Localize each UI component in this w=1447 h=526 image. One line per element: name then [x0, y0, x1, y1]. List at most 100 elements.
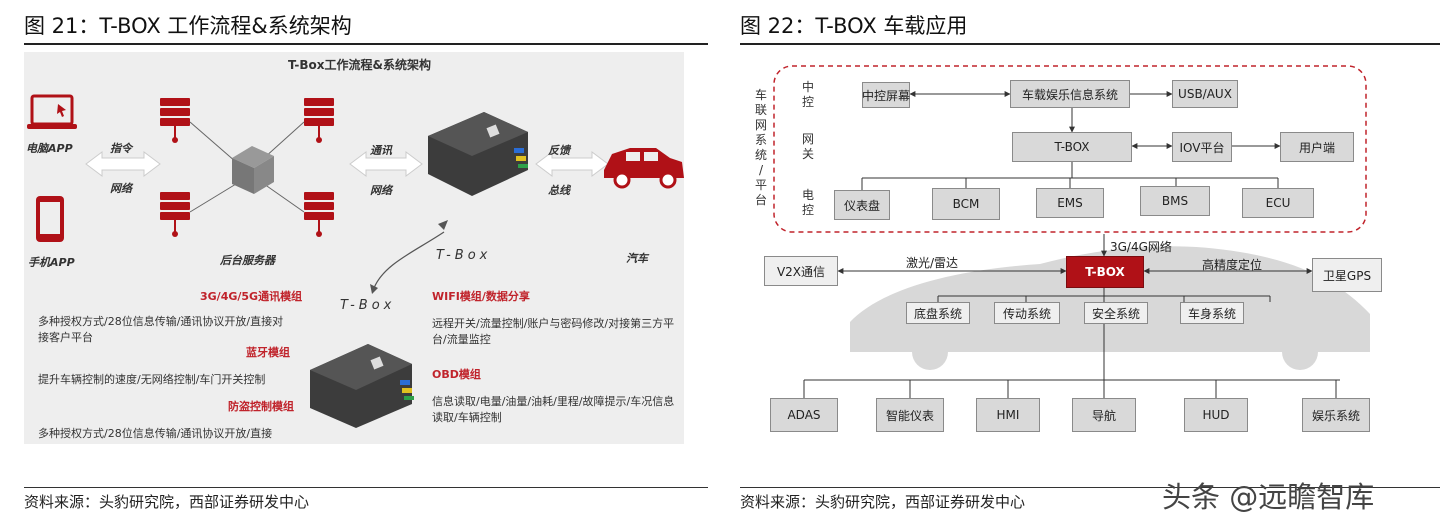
label-car: 汽车	[626, 252, 648, 265]
label-tbox-small: T-Box	[340, 298, 396, 313]
side-char: 台	[754, 193, 767, 207]
cube-icon	[232, 146, 274, 194]
side-char: 系	[754, 133, 767, 147]
diagram-title: T-Box工作流程&系统架构	[288, 58, 431, 72]
node-tbox-car: T-BOX	[1066, 256, 1144, 288]
figure-21-title: 图 21：T-BOX 工作流程&系统架构	[24, 14, 352, 38]
node-body: 车身系统	[1180, 302, 1244, 324]
row-label-wangguan: 网 关	[802, 132, 814, 162]
workflow-graphics	[27, 94, 684, 428]
row-char: 关	[802, 147, 815, 161]
row-char: 网	[802, 132, 815, 146]
row-char: 电	[802, 188, 815, 202]
label-computer-app: 电脑APP	[26, 142, 73, 155]
module-desc-line: 读取/车辆控制	[432, 411, 502, 424]
node-smart-cluster: 智能仪表	[876, 398, 944, 432]
side-char: 车	[754, 88, 767, 102]
module-desc-line: 台/流量监控	[432, 333, 491, 346]
server-tbox-arrows	[349, 151, 423, 177]
node-user: 用户端	[1280, 132, 1354, 162]
laptop-icon	[27, 94, 77, 129]
tbox-device-main	[428, 112, 528, 196]
node-ems: EMS	[1036, 188, 1104, 218]
app-server-arrows	[85, 151, 161, 177]
side-char: 平	[754, 178, 767, 192]
module-desc-line: 远程开关/流量控制/账户与密码修改/对接第三方平	[432, 317, 675, 330]
node-entertainment: 娱乐系统	[1302, 398, 1370, 432]
figure-21-source: 资料来源：头豹研究院，西部证券研发中心	[24, 493, 310, 511]
module-heading: 蓝牙模组	[246, 346, 290, 359]
server-icon	[160, 98, 190, 143]
tbox-device-small	[310, 344, 414, 428]
module-desc-line: 信息读取/电量/油量/油耗/里程/故障提示/车况信息	[432, 395, 675, 408]
side-char: /	[758, 163, 764, 177]
node-v2x: V2X通信	[764, 256, 838, 286]
edge-label-laser: 激光/雷达	[906, 256, 959, 270]
node-usb: USB/AUX	[1172, 80, 1238, 108]
node-chassis: 底盘系统	[906, 302, 970, 324]
server-icon	[304, 98, 334, 143]
node-cluster: 仪表盘	[834, 190, 890, 220]
platform-side-label: 车 联 网 系 统 / 平 台	[754, 88, 768, 208]
module-heading: WIFI模组/数据分享	[432, 290, 530, 303]
module-heading: 3G/4G/5G通讯模组	[200, 290, 303, 303]
side-char: 统	[754, 148, 767, 162]
label-network: 网络	[110, 182, 132, 195]
module-desc-line: 提升车辆控制的速度/无网络控制/车门开关控制	[38, 373, 266, 386]
node-drive: 传动系统	[994, 302, 1060, 324]
source-rule	[24, 487, 708, 488]
label-phone-app: 手机APP	[28, 256, 75, 269]
module-heading: OBD模组	[432, 368, 481, 381]
node-bms: BMS	[1140, 186, 1210, 216]
label-tbox-main: T-Box	[436, 248, 492, 263]
car-wheel	[912, 334, 948, 370]
device-link-arrow	[373, 231, 445, 289]
module-desc-line: 多种授权方式/28位信息传输/通讯协议开放/直接对	[38, 315, 284, 328]
node-screen: 中控屏幕	[862, 82, 910, 108]
figure-22-source: 资料来源：头豹研究院，西部证券研发中心	[740, 493, 1026, 511]
label-command: 指令	[110, 142, 132, 155]
node-adas: ADAS	[770, 398, 838, 432]
node-bcm: BCM	[932, 188, 1000, 220]
edge-label-positioning: 高精度定位	[1202, 258, 1263, 272]
server-links	[189, 121, 305, 213]
tbox-vehicle-application-diagram: 车 联 网 系 统 / 平 台 中 控 网 关 电 控 中控屏幕 车载娱乐信息系…	[740, 52, 1440, 444]
car-icon	[604, 148, 684, 189]
node-infotainment: 车载娱乐信息系统	[1010, 80, 1130, 108]
module-desc-line: 多种授权方式/28位信息传输/通讯协议开放/直接	[38, 427, 273, 440]
title-rule	[740, 43, 1440, 45]
node-hmi: HMI	[976, 398, 1040, 432]
node-gps: 卫星GPS	[1312, 258, 1382, 292]
car-wheel	[1282, 334, 1318, 370]
label-feedback: 反馈	[548, 144, 570, 157]
node-hud: HUD	[1184, 398, 1248, 432]
row-char: 中	[802, 80, 815, 94]
tbox-workflow-diagram: T-Box工作流程&系统架构 电脑APP 手机APP 指令 网络 后台服务器 通…	[24, 52, 684, 444]
node-ecu: ECU	[1242, 188, 1314, 218]
watermark: 头条 @远瞻智库	[1162, 480, 1375, 514]
phone-icon	[36, 196, 64, 242]
module-heading: 防盗控制模组	[228, 400, 294, 413]
figure-22-title: 图 22：T-BOX 车载应用	[740, 14, 968, 38]
tbox-car-arrows	[535, 151, 609, 177]
server-icon	[160, 192, 190, 237]
application-graphics	[773, 65, 1370, 398]
source-rule	[740, 487, 1440, 488]
side-char: 联	[754, 103, 767, 117]
row-char: 控	[802, 95, 815, 109]
label-comm: 通讯	[370, 144, 392, 157]
module-desc-line: 接客户平台	[38, 331, 93, 344]
platform-frame	[773, 65, 1367, 233]
row-label-zhongkong: 中 控	[802, 80, 814, 110]
node-iov: IOV平台	[1172, 132, 1232, 162]
node-safety: 安全系统	[1084, 302, 1148, 324]
node-nav: 导航	[1072, 398, 1136, 432]
server-icon-group	[160, 98, 334, 237]
label-servers: 后台服务器	[220, 254, 275, 267]
label-network-2: 网络	[370, 184, 392, 197]
row-char: 控	[802, 203, 815, 217]
server-icon	[304, 192, 334, 237]
title-rule	[24, 43, 708, 45]
label-bus: 总线	[548, 184, 570, 197]
row-label-diankong: 电 控	[802, 188, 814, 218]
